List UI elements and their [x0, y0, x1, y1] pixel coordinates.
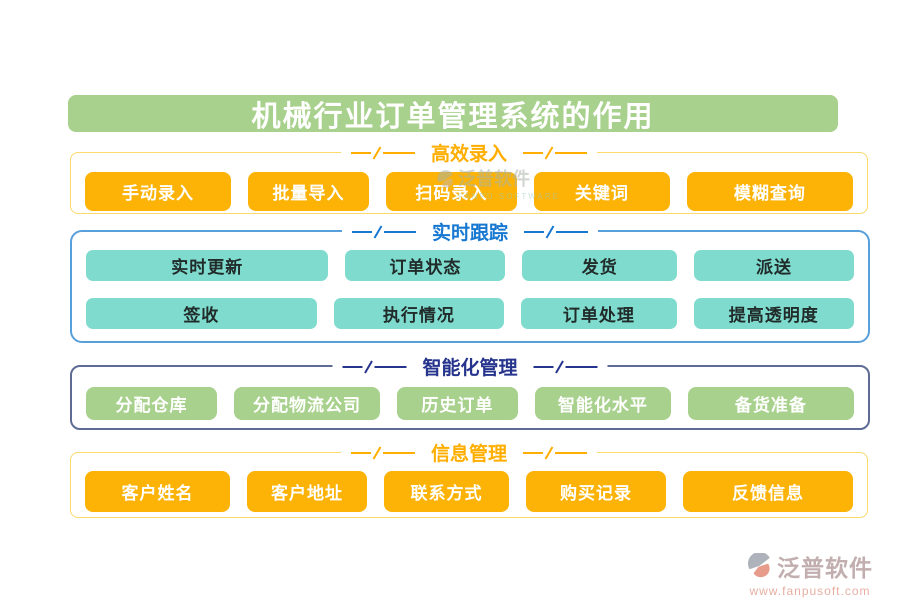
feature-button[interactable]: 订单状态 [345, 250, 506, 281]
feature-button[interactable]: 模糊查询 [686, 172, 853, 211]
heading-line-left [342, 359, 407, 374]
footer-website-link[interactable]: www.fanpusoft.com [749, 584, 871, 598]
section-heading-group: 高效录入 [340, 139, 598, 166]
heading-line-left [350, 445, 415, 460]
heading-line-right [533, 359, 598, 374]
heading-line-right [523, 145, 588, 160]
feature-button[interactable]: 手动录入 [85, 172, 232, 211]
feature-button[interactable]: 购买记录 [526, 471, 666, 512]
heading-line-left [350, 145, 415, 160]
section-heading-group: 智能化管理 [332, 353, 608, 380]
section-heading: 智能化管理 [422, 358, 518, 379]
section-heading: 高效录入 [430, 144, 508, 165]
button-row: 分配仓库 分配物流公司 历史订单 智能化水平 备货准备 [86, 387, 854, 420]
section-information-management: 信息管理 客户姓名 客户地址 联系方式 购买记录 反馈信息 [70, 439, 868, 518]
feature-button[interactable]: 提高透明度 [693, 298, 854, 329]
feature-button[interactable]: 历史订单 [396, 387, 518, 420]
feature-button[interactable]: 派送 [694, 250, 854, 281]
feature-button[interactable]: 发货 [522, 250, 678, 281]
feature-button[interactable]: 实时更新 [86, 250, 329, 281]
button-row: 手动录入 批量导入 扫码录入 关键词 模糊查询 [85, 172, 853, 211]
feature-button[interactable]: 订单处理 [521, 298, 677, 329]
heading-line-right [524, 224, 589, 239]
button-row: 客户姓名 客户地址 联系方式 购买记录 反馈信息 [85, 471, 853, 512]
section-heading: 信息管理 [430, 444, 508, 465]
feature-button[interactable]: 签收 [86, 298, 317, 329]
feature-button[interactable]: 备货准备 [687, 387, 854, 420]
button-row: 实时更新 订单状态 发货 派送 [86, 250, 854, 281]
feature-button[interactable]: 智能化水平 [534, 387, 671, 420]
section-heading-group: 信息管理 [340, 439, 598, 466]
feature-button[interactable]: 客户地址 [247, 471, 367, 512]
heading-line-left [351, 224, 416, 239]
page-title: 机械行业订单管理系统的作用 [68, 95, 838, 133]
footer-brand: 泛普软件 www.fanpusoft.com [730, 549, 890, 598]
heading-line-right [523, 445, 588, 460]
feature-button[interactable]: 分配仓库 [86, 387, 217, 420]
feature-button[interactable]: 批量导入 [248, 172, 369, 211]
footer-brand-name: 泛普软件 [777, 555, 873, 581]
feature-button[interactable]: 执行情况 [333, 298, 505, 329]
feature-button[interactable]: 扫码录入 [385, 172, 517, 211]
section-intelligent-management: 智能化管理 分配仓库 分配物流公司 历史订单 智能化水平 备货准备 [70, 353, 870, 430]
feature-button[interactable]: 反馈信息 [683, 471, 853, 512]
fanpu-logo-icon [747, 553, 770, 578]
section-efficient-entry: 高效录入 手动录入 批量导入 扫码录入 关键词 模糊查询 [70, 139, 868, 214]
section-realtime-tracking: 实时跟踪 实时更新 订单状态 发货 派送 签收 执行情况 订单处理 提高透明度 [70, 218, 870, 343]
section-heading: 实时跟踪 [431, 223, 509, 244]
button-row: 签收 执行情况 订单处理 提高透明度 [86, 298, 854, 329]
feature-button[interactable]: 分配物流公司 [233, 387, 380, 420]
section-heading-group: 实时跟踪 [341, 218, 599, 245]
feature-button[interactable]: 客户姓名 [85, 471, 230, 512]
feature-button[interactable]: 关键词 [533, 172, 670, 211]
feature-button[interactable]: 联系方式 [384, 471, 509, 512]
